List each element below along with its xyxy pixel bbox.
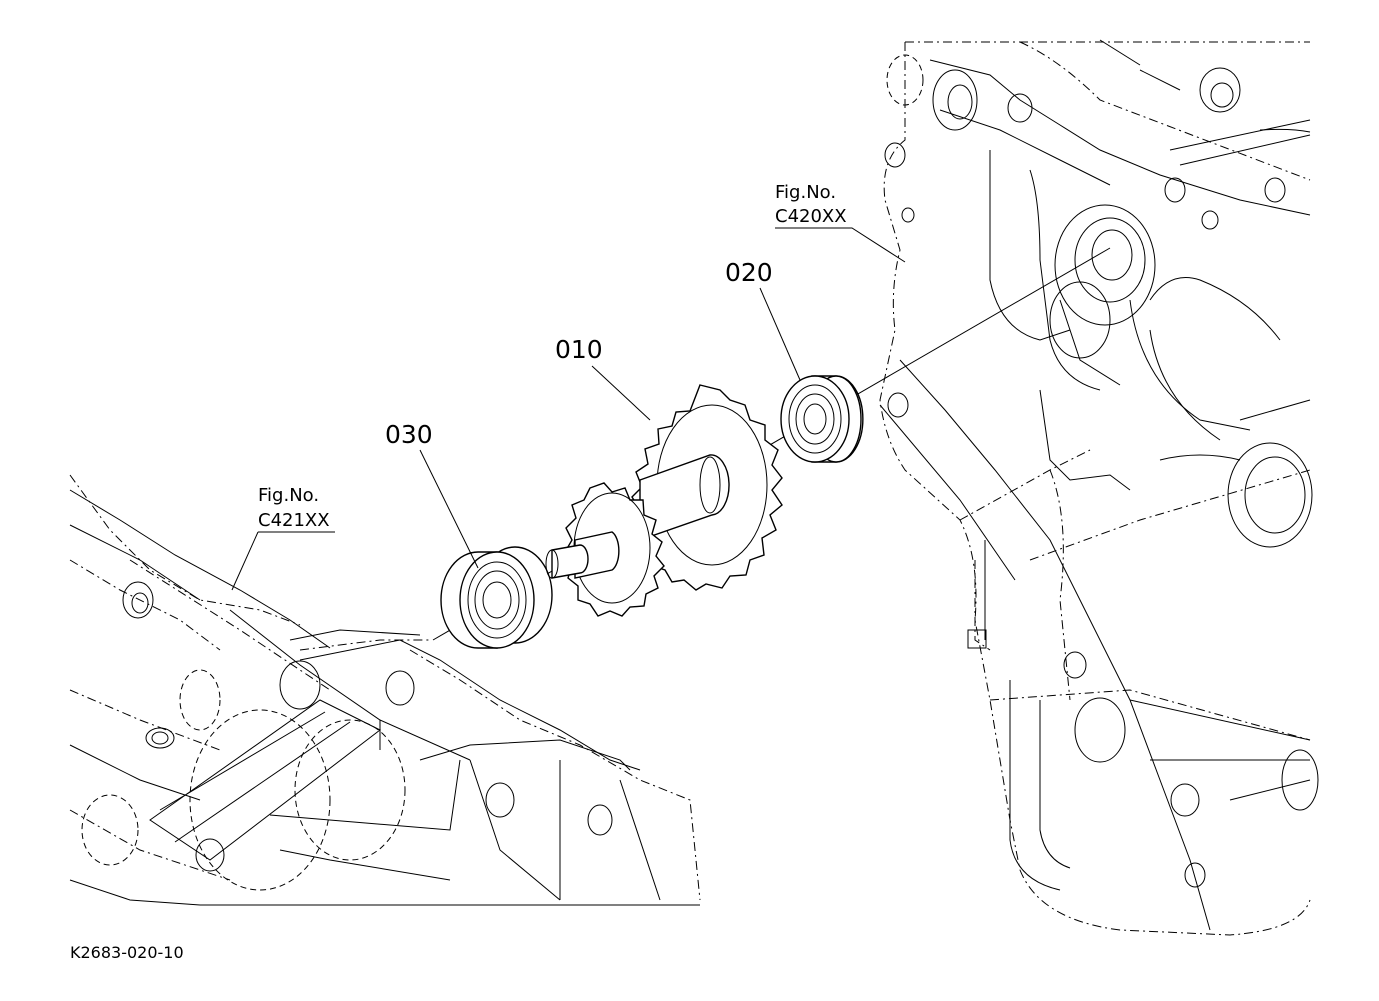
left-housing <box>69 474 701 906</box>
fig-ref-c421xx: Fig.No. C421XX <box>231 485 335 591</box>
callout-010-label: 010 <box>555 335 603 364</box>
image-code: K2683-020-10 <box>70 943 184 962</box>
fig-ref-c420xx-line2: C420XX <box>775 206 847 227</box>
callout-010: 010 <box>555 335 651 421</box>
callout-030-label: 030 <box>385 420 433 449</box>
callout-020: 020 <box>725 258 801 381</box>
fig-ref-c421xx-line1: Fig.No. <box>258 485 319 506</box>
fig-ref-c420xx-line1: Fig.No. <box>775 182 836 203</box>
gear-shaft-010 <box>545 384 783 617</box>
bearing-030 <box>440 546 553 649</box>
right-housing <box>879 39 1319 936</box>
bearing-020 <box>780 375 864 463</box>
fig-ref-c421xx-line2: C421XX <box>258 510 330 531</box>
callout-030: 030 <box>385 420 479 569</box>
callout-020-label: 020 <box>725 258 773 287</box>
fig-ref-c420xx: Fig.No. C420XX <box>775 182 906 263</box>
